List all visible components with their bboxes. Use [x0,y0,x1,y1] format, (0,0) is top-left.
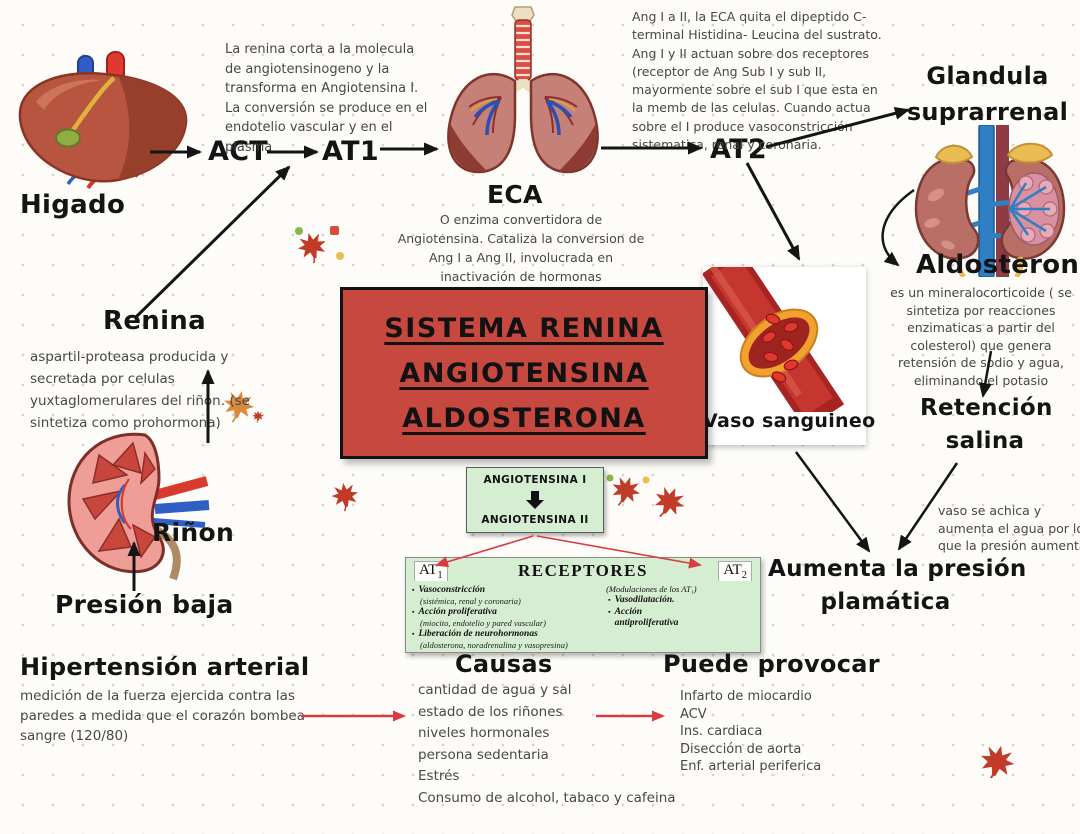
at1-label: AT1 [322,136,379,167]
blood-vessel-illustration [701,248,845,430]
maple-leaf-decoration [295,226,344,267]
main-title-line-3: ALDOSTERONA [402,402,646,434]
causas-item: persona sedentaria [418,746,549,763]
provocar-item: ACV [680,706,707,722]
aldosterona-description: es un mineralocorticoide ( se sintetiza … [890,285,1072,388]
liver-illustration [18,51,188,190]
lungs-illustration [447,6,599,174]
causas-item: niveles hormonales [418,725,550,741]
provocar-item: Disección de aorta [680,741,802,757]
receptores-title: RECEPTORES [518,561,648,580]
vaso-sanguineo-label: Vaso sanguineo [703,410,876,432]
causas-title: Causas [455,650,553,678]
blood-vessel-card: Vaso sanguineo [701,248,876,445]
receptor-at1-effects: Vasoconstricción (sistémica, renal y cor… [410,584,606,650]
angiotensina-conversion-box: ANGIOTENSINA I ANGIOTENSINA II [466,467,604,533]
hipertension-description: medición de la fuerza ejercida contra la… [20,688,305,744]
maple-leaf-decoration [606,473,650,510]
causas-item: cantidad de agua y sal [418,682,572,698]
aumenta-presion-label: Aumenta la presión plamática [768,556,1027,615]
ang-receptores-note: Ang I a II, la ECA quita el dipeptido C-… [632,9,882,153]
act-label: ACT [208,136,269,167]
maple-leaf-decoration [976,742,1014,778]
puede-provocar-title: Puede provocar [663,650,880,678]
down-arrow-icon [526,490,544,509]
causas-list: cantidad de agua y sal estado de los riñ… [418,680,676,809]
arrow-at2-to-vaso [745,162,801,261]
eca-label: ECA [487,180,543,209]
renina-conversion-note: La renina corta a la molecula de angiote… [225,42,428,155]
provocar-item: Infarto de miocardio [680,689,812,704]
maple-leaf-decoration [332,482,360,512]
provocar-item: Enf. arterial periferica [680,759,822,775]
causas-item: Estrés [418,768,460,784]
renina-description: aspartil-proteasa producida y secretada … [30,349,250,431]
provocar-item: Ins. cardiaca [680,724,763,740]
receptor-at1-label: AT1 [414,561,448,581]
hipertension-title: Hipertensión arterial [20,653,310,681]
glandula-suprarrenal-label: Glandula suprarrenal [906,62,1069,126]
angiotensina-ii-label: ANGIOTENSINA II [481,514,589,526]
presion-baja-label: Presión baja [55,590,234,619]
puede-provocar-list: Infarto de miocardio ACV Ins. cardiaca D… [680,688,821,776]
receptor-at2-effects: (Modulaciones de los AT₁) Vasodilatación… [606,584,754,650]
renina-label: Renina [103,306,206,336]
higado-label: Higado [20,190,126,220]
receptores-panel: AT1 RECEPTORES AT2 Vasoconstricción (sis… [405,557,761,653]
main-title-line-2: ANGIOTENSINA [399,357,649,389]
arrow-vaso-to-aumenta [794,451,871,553]
angiotensina-i-label: ANGIOTENSINA I [483,474,587,486]
main-title-line-1: SISTEMA RENINA [384,312,664,344]
receptor-at2-label: AT2 [718,561,752,581]
rinon-label: Riñon [152,518,235,547]
aldosterona-label: Aldosterona [916,250,1080,280]
causas-item: estado de los riñones [418,703,563,720]
kidney-illustration [67,432,210,581]
main-title-box: SISTEMA RENINA ANGIOTENSINA ALDOSTERONA [340,287,708,459]
maple-leaf-decoration [652,484,686,518]
adrenal-gland-illustration [914,125,1066,277]
retencion-salina-label: Retención salina [920,395,1053,454]
vaso-achica-note: vaso se achica y aumenta el agua por lo … [938,503,1080,553]
causas-item: Consumo de alcohol, tabaco y cafeina [418,789,676,806]
receptores-header: AT1 RECEPTORES AT2 [406,558,760,582]
at2-label: AT2 [710,134,767,165]
